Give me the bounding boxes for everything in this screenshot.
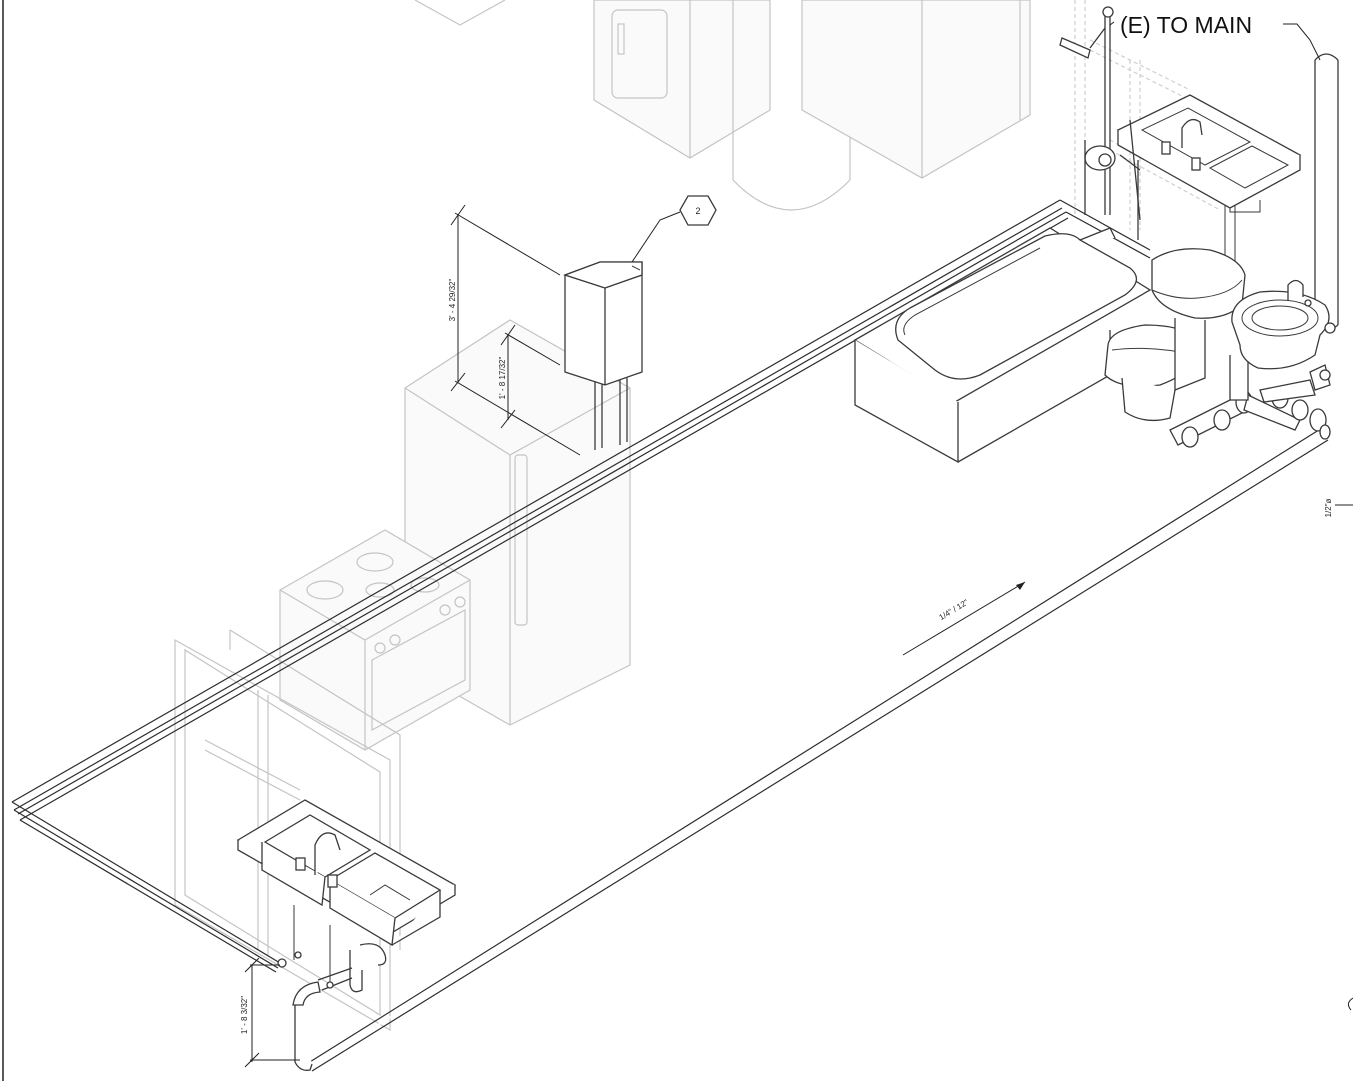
background-existing-equipment: [174, 0, 1221, 1032]
to-main-callout: (E) TO MAIN: [1109, 12, 1321, 61]
drain-waste-piping: [277, 53, 1339, 1072]
edge-partial-symbol: [1347, 997, 1353, 1011]
keynote-tag: 2: [631, 195, 717, 263]
tankless-water-heater: [563, 261, 643, 386]
lavatory-sink: [1231, 279, 1336, 391]
keynote-tag-number: 2: [695, 206, 700, 216]
pipe-size-annotation: 1/2"ø: [1324, 498, 1353, 517]
slope-annotation: 1/4" / 12": [902, 581, 1026, 656]
dim-water-heater-total: 3' - 4 29/32": [448, 279, 457, 322]
upper-double-sink: [1116, 94, 1302, 213]
dim-water-heater-low: 1' - 8 17/32": [498, 357, 507, 400]
to-main-label: (E) TO MAIN: [1120, 12, 1252, 38]
bathroom-drain-fittings: [1169, 355, 1331, 448]
dryer-ghost: [593, 0, 771, 159]
cabinet-ghost: [801, 0, 1031, 179]
kitchen-double-sink: [236, 799, 457, 947]
water-heater-dimension: 3' - 4 29/32" 1' - 8 17/32": [448, 204, 581, 456]
bathtub: [853, 227, 1152, 464]
toilet: [1104, 248, 1246, 422]
sink-drain-dimension: 1' - 8 3/32": [240, 957, 300, 1068]
shower-assembly: [1059, 6, 1141, 240]
sink-drain-dim-label: 1' - 8 3/32": [240, 996, 249, 1034]
pipe-size-label: 1/2"ø: [1324, 498, 1333, 517]
shutoff-valve: [277, 905, 334, 989]
range-ghost: [279, 529, 471, 751]
